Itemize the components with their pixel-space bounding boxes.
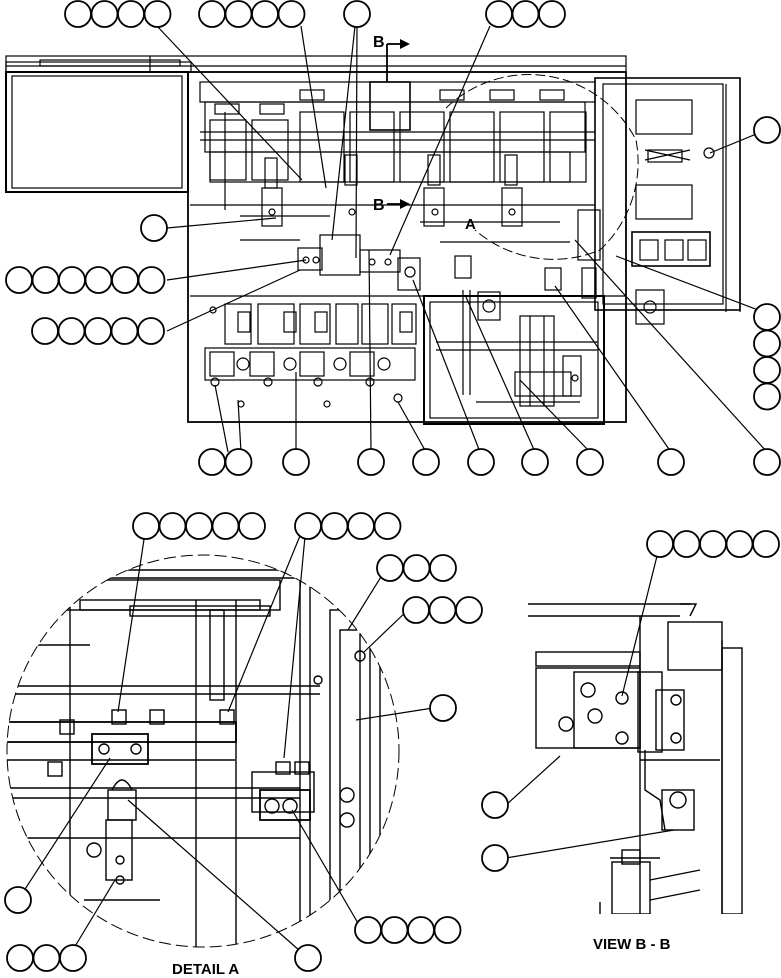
section-marker-top-label: B — [373, 34, 385, 51]
callout-balloon — [137, 266, 166, 294]
callout-balloon — [224, 0, 253, 28]
callout-balloon — [57, 317, 86, 345]
callout-balloon — [31, 266, 60, 294]
callout-balloon — [380, 916, 409, 944]
callout-balloon — [376, 554, 404, 582]
callout-balloon — [402, 554, 431, 582]
callout-balloon — [198, 448, 226, 476]
callout-balloon — [753, 382, 781, 411]
callout-balloon — [211, 512, 240, 540]
right-enclosure — [594, 77, 741, 325]
callout-balloon — [158, 512, 187, 540]
callout-balloon — [752, 530, 780, 558]
detail-marker-label: A — [465, 216, 476, 233]
callout-balloon — [646, 530, 674, 558]
mounting-plate — [190, 204, 625, 299]
callout-balloon — [59, 944, 87, 972]
callout-balloon — [90, 0, 119, 28]
callout-balloon — [132, 512, 160, 540]
callout-balloons — [4, 0, 781, 972]
callout-balloon — [725, 530, 754, 558]
view-b-b — [528, 603, 743, 914]
callout-balloon — [277, 0, 306, 28]
contactor-row — [199, 81, 596, 227]
callout-balloon — [140, 214, 168, 242]
callout-balloon — [137, 317, 165, 345]
callout-balloon — [481, 844, 509, 872]
callout-balloon — [238, 512, 266, 540]
callout-balloon — [511, 0, 540, 28]
callout-balloon — [576, 448, 604, 476]
callout-balloon — [117, 0, 145, 28]
leader-lines-view-b — [505, 543, 675, 859]
callout-balloon — [455, 596, 483, 624]
detail-a-view — [6, 554, 400, 948]
callout-balloon — [753, 303, 781, 331]
callout-balloon — [467, 448, 495, 476]
callout-balloon — [753, 448, 781, 476]
callout-balloon — [110, 317, 139, 345]
left-cover-panel — [5, 56, 189, 193]
view-b-b-caption: VIEW B - B — [593, 936, 671, 953]
callout-balloon — [357, 448, 385, 476]
callout-balloon — [185, 512, 213, 540]
callout-balloon — [753, 356, 781, 384]
callout-balloon — [347, 512, 375, 540]
lower-right-compartment — [423, 290, 605, 425]
callout-balloon — [32, 944, 61, 972]
callout-balloon — [753, 116, 781, 144]
main-assembly-view — [5, 55, 741, 425]
callout-balloon — [58, 266, 86, 294]
callout-balloon — [657, 448, 685, 476]
leader-lines-main — [156, 25, 768, 453]
callout-balloon — [373, 512, 402, 540]
callout-balloon — [433, 916, 462, 944]
callout-balloon — [143, 0, 172, 28]
callout-balloon — [407, 916, 435, 944]
callout-balloon — [5, 266, 33, 294]
callout-balloon — [198, 0, 226, 28]
callout-balloon — [320, 512, 349, 540]
callout-balloon — [672, 530, 701, 558]
callout-balloon — [428, 596, 457, 624]
callout-balloon — [521, 448, 549, 476]
callout-balloon — [64, 0, 92, 28]
callout-balloon — [412, 448, 440, 476]
callout-balloon — [282, 448, 310, 476]
callout-balloon — [354, 916, 382, 944]
callout-balloon — [294, 512, 322, 540]
callout-balloon — [538, 0, 566, 28]
callout-balloon — [4, 886, 32, 914]
callout-balloon — [6, 944, 34, 972]
callout-balloon — [111, 266, 139, 294]
callout-balloon — [481, 791, 509, 819]
callout-balloon — [84, 266, 113, 294]
detail-a-caption: DETAIL A — [172, 961, 240, 978]
relay-row — [204, 303, 417, 408]
callout-balloon — [343, 0, 371, 28]
section-marker-mid-label: B — [373, 197, 385, 214]
callout-balloon — [224, 448, 253, 476]
callout-balloon — [84, 317, 112, 345]
callout-balloon — [699, 530, 727, 558]
callout-balloon — [402, 596, 430, 624]
callout-balloon — [429, 554, 457, 582]
callout-balloon — [251, 0, 279, 28]
callout-balloon — [31, 317, 59, 345]
section-markers — [386, 39, 410, 209]
callout-balloon — [485, 0, 513, 28]
callout-balloon — [294, 944, 322, 972]
callout-balloon — [429, 694, 457, 722]
leader-lines-detail — [17, 525, 434, 959]
callout-balloon — [753, 329, 781, 358]
